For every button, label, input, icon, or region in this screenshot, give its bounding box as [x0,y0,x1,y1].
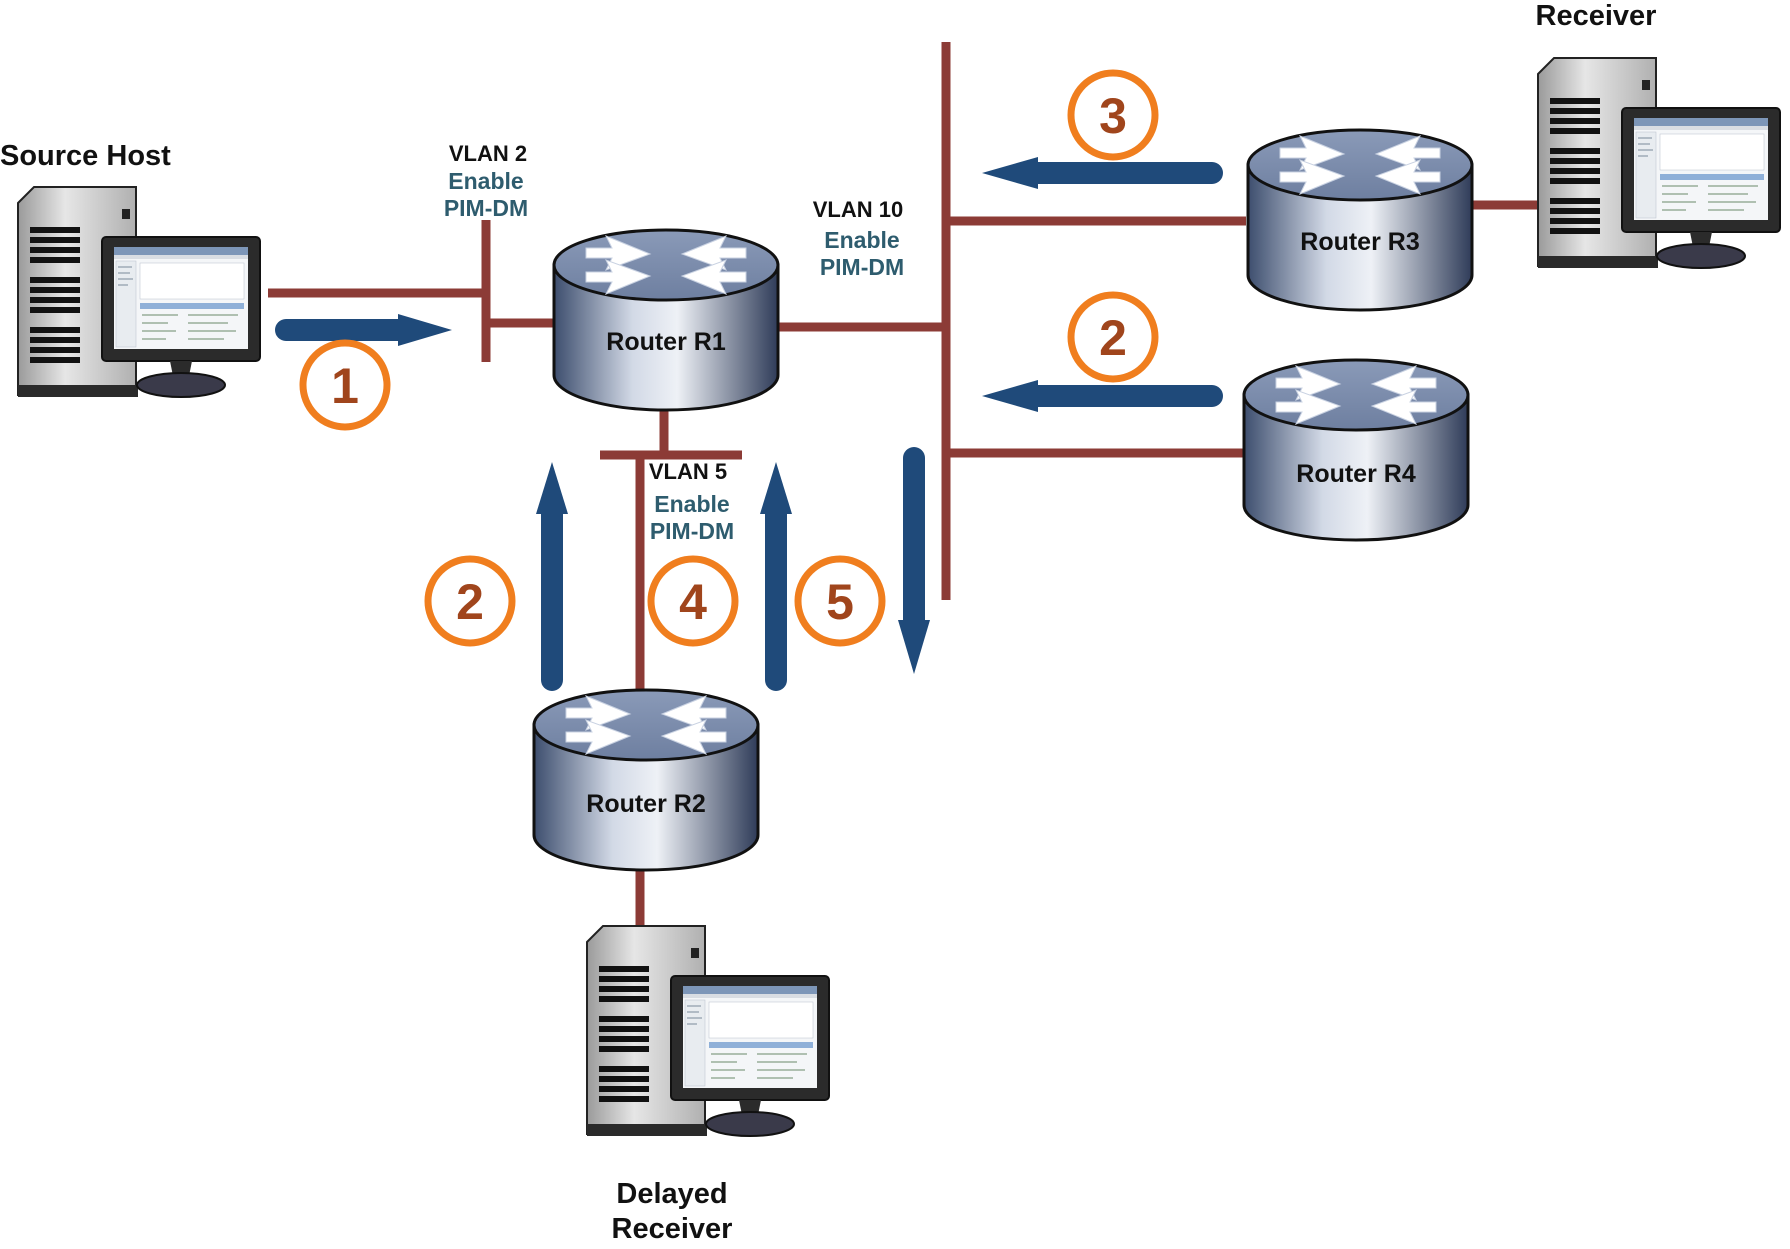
receiver-label: Receiver [1536,0,1657,32]
vlan2-protocol: PIM-DM [444,195,528,221]
receiver-computer[interactable] [1537,57,1781,269]
step-number-5: 5 [826,574,854,630]
router-r1[interactable]: Router R1 [552,228,780,412]
arrow-step2-r2-up [536,462,568,691]
router-r4[interactable]: Router R4 [1242,358,1470,542]
vlan5-name: VLAN 5 [649,459,727,484]
step-badge-1 [299,339,391,431]
vlan2-enable: Enable [448,168,523,194]
vlan10-protocol: PIM-DM [820,254,904,280]
vlan5-protocol: PIM-DM [650,518,734,544]
arrow-step5-up [760,462,792,691]
router-r3-label: Router R3 [1300,228,1419,256]
step-badge-4 [647,555,739,647]
step-badge-2-r2 [424,555,516,647]
arrow-step3-left [982,157,1223,189]
delayed-receiver-label-line2: Receiver [612,1213,733,1245]
step-number-2-r4: 2 [1099,310,1127,366]
arrow-step2-r4-left [982,380,1223,412]
step-badge-3 [1067,69,1159,161]
step-badge-5 [794,555,886,647]
router-r1-label: Router R1 [606,328,726,356]
source-host-computer[interactable] [17,186,261,398]
source-host-label: Source Host [0,140,171,172]
vlan2-name: VLAN 2 [449,141,527,166]
arrow-step5-down [898,447,930,674]
step-number-2-r2: 2 [456,574,484,630]
delayed-receiver-computer[interactable] [586,925,830,1137]
step-number-1: 1 [331,358,359,414]
step-number-4: 4 [679,574,707,630]
vlan10-enable: Enable [824,227,899,253]
router-r4-label: Router R4 [1296,460,1416,488]
step-badge-2-r4 [1067,291,1159,383]
vlan10-name: VLAN 10 [813,197,903,222]
delayed-receiver-label-line1: Delayed [616,1178,727,1210]
vlan5-enable: Enable [654,491,729,517]
step-number-3: 3 [1099,88,1127,144]
router-r2[interactable]: Router R2 [532,688,760,872]
arrow-step1-right [275,314,452,346]
router-r3[interactable]: Router R3 [1246,128,1474,312]
router-r2-label: Router R2 [586,790,705,818]
